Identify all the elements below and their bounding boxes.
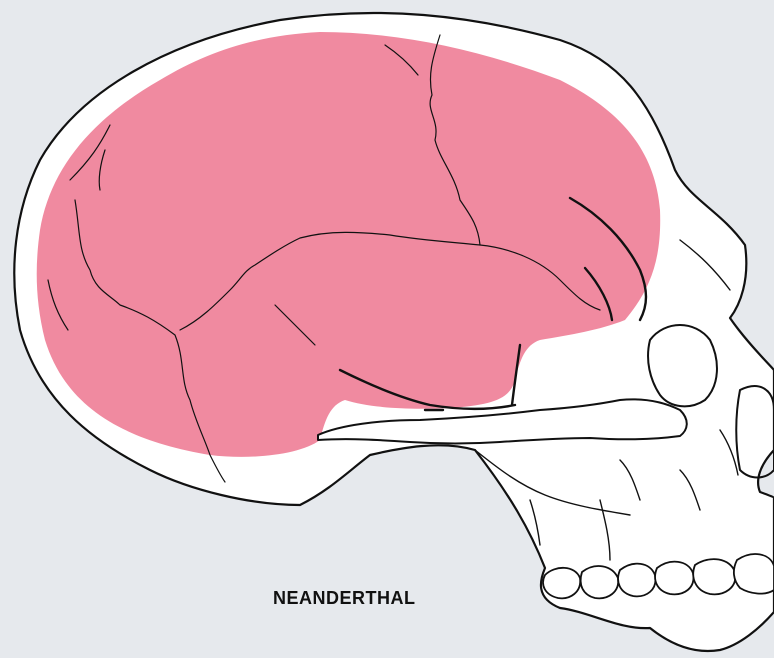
tooth-5 [693,559,735,594]
species-label: NEANDERTHAL [273,588,416,609]
tooth-4 [655,562,693,595]
tooth-3 [618,564,655,597]
tooth-1 [543,568,580,598]
tooth-2 [581,566,619,598]
tooth-6 [734,554,774,594]
